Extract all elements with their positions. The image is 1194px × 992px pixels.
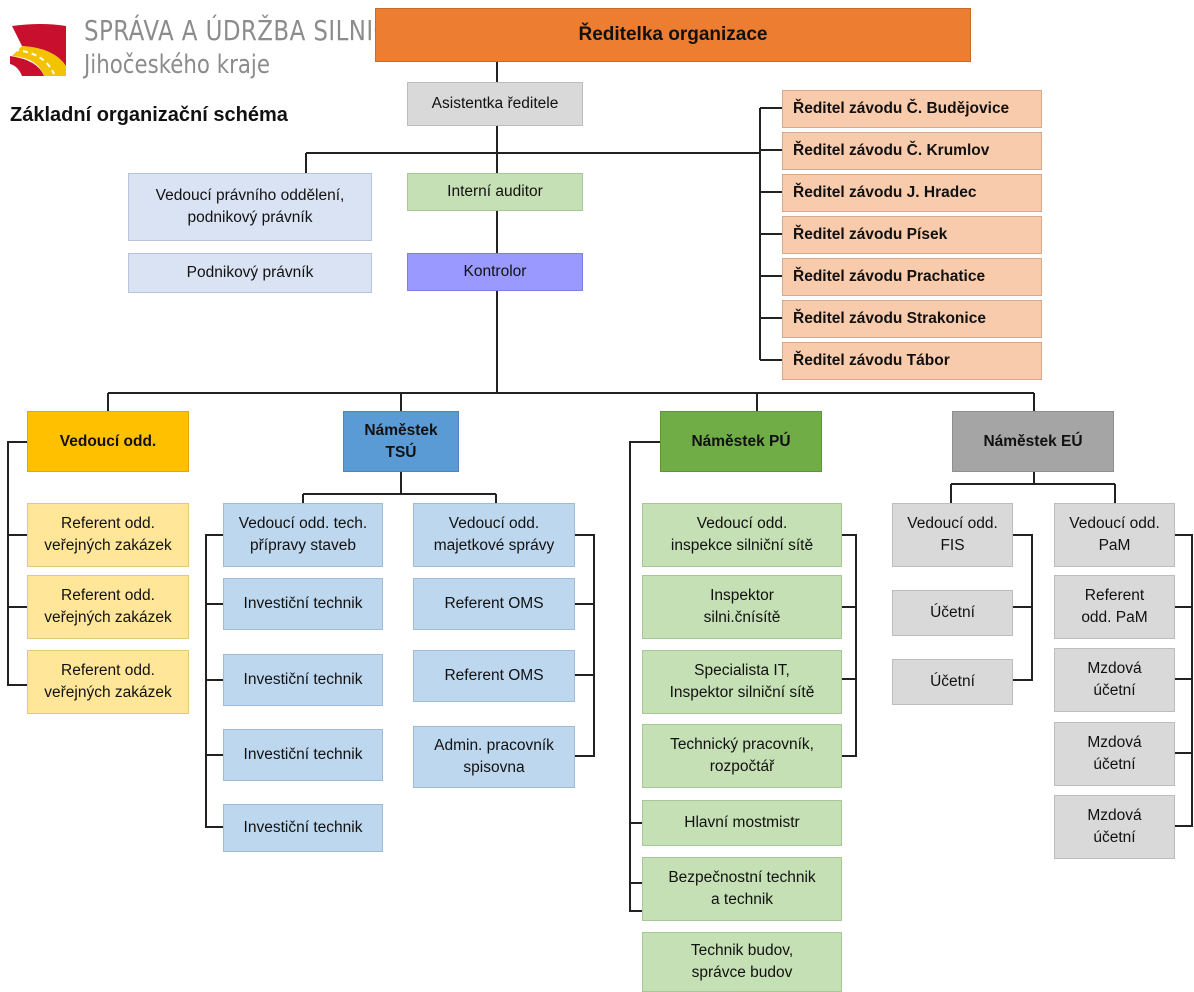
investment-technician-box: Investiční technik [223,729,383,781]
investment-technician-box: Investiční technik [223,804,383,852]
it-specialist-box: Specialista IT, Inspektor silniční sítě [642,650,842,714]
fis-head-box: Vedoucí odd. FIS [892,503,1013,567]
plant-director-box: Ředitel závodu Č. Krumlov [782,132,1042,170]
legal-head-box: Vedoucí právního oddělení, podnikový prá… [128,173,372,241]
director-box: Ředitelka organizace [375,8,971,62]
pam-referent-box: Referent odd. PaM [1054,575,1175,639]
procurement-referent-box: Referent odd. veřejných zakázek [27,650,189,714]
tech-prep-head-box: Vedoucí odd. tech. přípravy staveb [223,503,383,567]
logo-road-icon [10,24,66,76]
procurement-referent-box: Referent odd. veřejných zakázek [27,503,189,567]
legal-lawyer-box: Podnikový právník [128,253,372,293]
accountant-box: Účetní [892,590,1013,636]
payroll-accountant-box: Mzdová účetní [1054,795,1175,859]
controller-box: Kontrolor [407,253,583,291]
internal-auditor-box: Interní auditor [407,173,583,211]
road-inspector-box: Inspektor silni.čnísítě [642,575,842,639]
bridge-master-box: Hlavní mostmistr [642,800,842,846]
procurement-referent-box: Referent odd. veřejných zakázek [27,575,189,639]
plant-director-box: Ředitel závodu Prachatice [782,258,1042,296]
assistant-box: Asistentka ředitele [407,82,583,126]
plant-director-box: Ředitel závodu Strakonice [782,300,1042,338]
chart-subtitle: Základní organizační schéma [10,104,288,126]
building-technician-box: Technik budov, správce budov [642,932,842,992]
payroll-accountant-box: Mzdová účetní [1054,648,1175,712]
oms-referent-box: Referent OMS [413,650,575,702]
inspection-head-box: Vedoucí odd. inspekce silniční sítě [642,503,842,567]
pam-head-box: Vedoucí odd. PaM [1054,503,1175,567]
budget-technician-box: Technický pracovník, rozpočtář [642,724,842,788]
investment-technician-box: Investiční technik [223,578,383,630]
plant-director-box: Ředitel závodu Č. Budějovice [782,90,1042,128]
deputy-pu-box: Náměstek PÚ [660,411,822,472]
accountant-box: Účetní [892,659,1013,705]
plant-director-box: Ředitel závodu Písek [782,216,1042,254]
oms-referent-box: Referent OMS [413,578,575,630]
deputy-eu-box: Náměstek EÚ [952,411,1114,472]
logo-subtitle: Jihočeského kraje [84,50,270,80]
deputy-tsu-box: Náměstek TSÚ [343,411,459,472]
safety-technician-box: Bezpečnostní technik a technik [642,857,842,921]
admin-worker-box: Admin. pracovník spisovna [413,726,575,788]
investment-technician-box: Investiční technik [223,654,383,706]
property-mgmt-head-box: Vedoucí odd. majetkové správy [413,503,575,567]
payroll-accountant-box: Mzdová účetní [1054,722,1175,786]
plant-director-box: Ředitel závodu J. Hradec [782,174,1042,212]
dept-head-box: Vedoucí odd. [27,411,189,472]
plant-director-box: Ředitel závodu Tábor [782,342,1042,380]
logo-title: SPRÁVA A ÚDRŽBA SILNIC [84,14,390,47]
